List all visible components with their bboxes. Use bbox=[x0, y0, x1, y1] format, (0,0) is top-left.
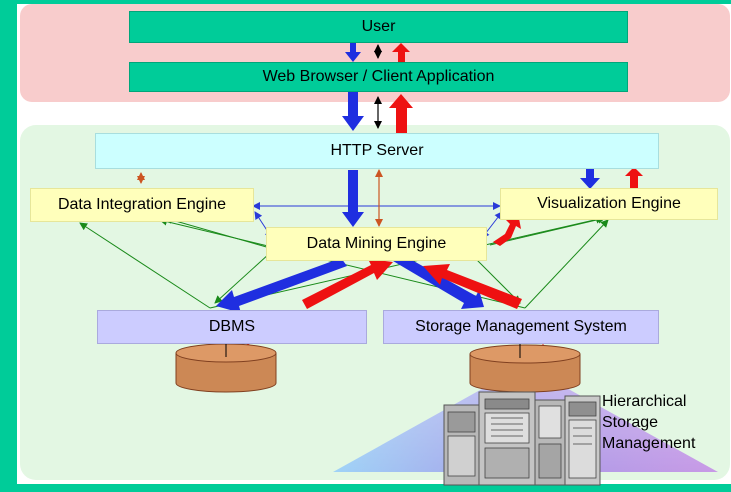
hsm-label-line: Management bbox=[602, 435, 696, 452]
top-accent-strip bbox=[0, 0, 731, 4]
hsm-label-line: Hierarchical bbox=[602, 393, 687, 410]
storage-management-system-box: Storage Management System bbox=[383, 310, 659, 344]
hierarchical-storage-management-label: Hierarchical Storage Management bbox=[602, 391, 695, 454]
bottom-accent-strip bbox=[0, 484, 731, 492]
data-mining-engine-box: Data Mining Engine bbox=[266, 227, 487, 261]
hsm-label-line: Storage bbox=[602, 414, 659, 431]
left-accent-bar bbox=[0, 0, 17, 492]
user-box: User bbox=[129, 11, 628, 43]
web-browser-box: Web Browser / Client Application bbox=[129, 62, 628, 92]
database-cylinder-storage bbox=[469, 344, 581, 393]
http-server-box: HTTP Server bbox=[95, 133, 659, 169]
server-racks-icon bbox=[443, 391, 601, 486]
data-integration-engine-box: Data Integration Engine bbox=[30, 188, 254, 222]
database-cylinder-dbms bbox=[175, 343, 277, 393]
control-links bbox=[137, 169, 383, 227]
visualization-engine-box: Visualization Engine bbox=[500, 188, 718, 220]
dbms-box: DBMS bbox=[97, 310, 367, 344]
